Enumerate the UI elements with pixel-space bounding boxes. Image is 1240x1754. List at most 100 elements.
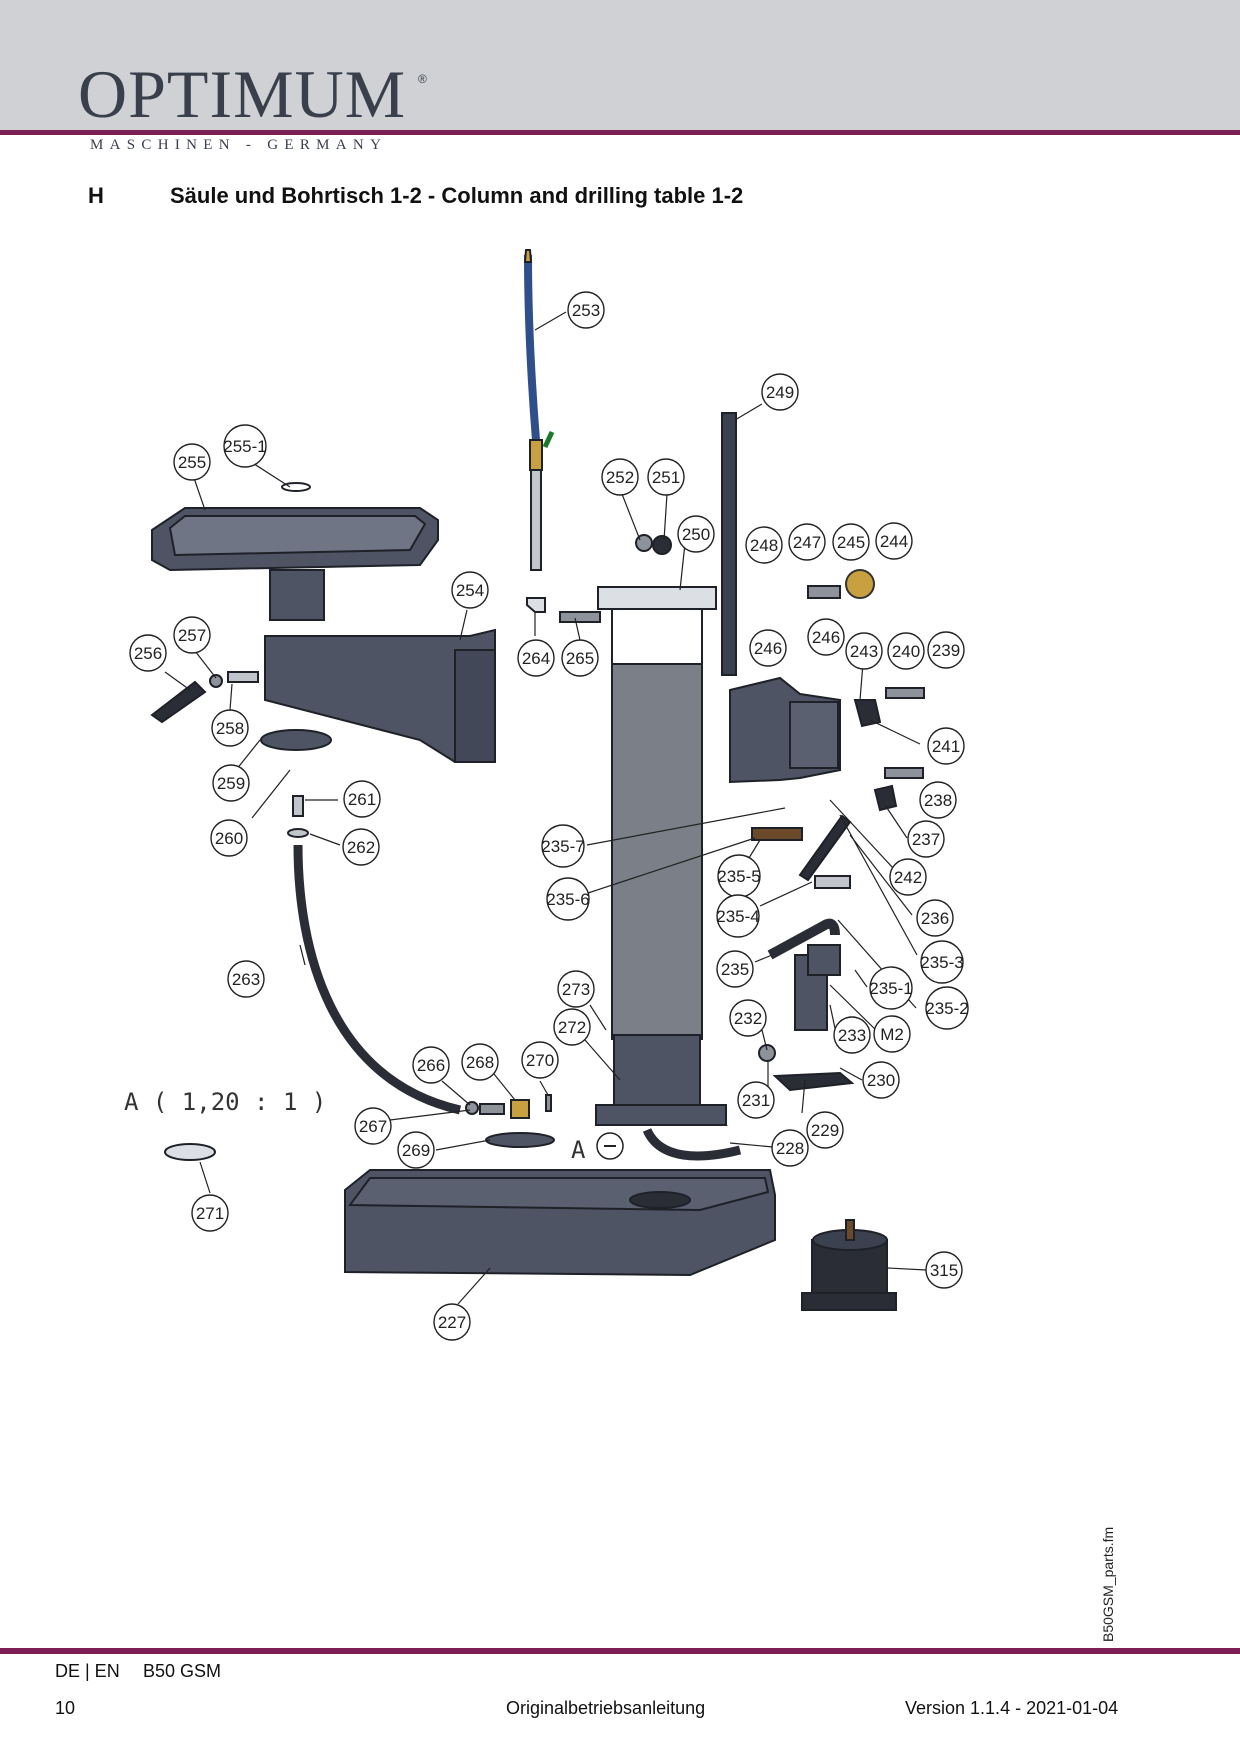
screw-270 [545,1094,552,1112]
callout-label: 229 [811,1121,839,1140]
callout-label: 249 [766,383,794,402]
callout-label: 227 [438,1313,466,1332]
callout-label: 235-3 [920,953,963,972]
seal-262 [287,828,309,838]
crank-handle-236 [798,814,852,882]
callout-circle [461,1043,499,1081]
bolt-239 [885,687,925,699]
callout-label: 254 [456,581,484,600]
callout-268: 268 [461,1043,499,1081]
callout-circle [916,899,954,937]
callout-235-4: 235-4 [716,894,760,938]
cover-259 [260,729,332,751]
callout-label: 235 [721,960,749,979]
callout-label: 243 [850,642,878,661]
callout-circle [541,824,585,868]
elbow-264 [526,597,546,613]
callout-circle [342,828,380,866]
column-flange [597,586,717,610]
callout-circle [223,424,267,468]
section-letter: H [88,183,104,208]
document-version: Version 1.1.4 - 2021-01-04 [905,1698,1119,1718]
callout-261: 261 [343,780,381,818]
callout-circle [227,960,265,998]
footer-accent-line [0,1648,1240,1654]
callout-circle [521,1041,559,1079]
callout-269: 269 [397,1131,435,1169]
coolant-pipe [530,469,542,571]
callout-circle [887,632,925,670]
callout-264: 264 [517,639,555,677]
callout-label: 247 [793,533,821,552]
callout-235-7: 235-7 [541,824,585,868]
callout-circle [919,781,957,819]
plate-269 [485,1132,555,1148]
callout-circle [925,986,969,1030]
callout-label: 267 [359,1117,387,1136]
callout-label: 264 [522,649,550,668]
callout-244: 244 [875,522,913,560]
callout-255-1: 255-1 [223,424,267,468]
callout-circle [920,940,964,984]
lever-237 [873,784,898,812]
fitting-267 [479,1103,505,1115]
callout-label: 273 [562,980,590,999]
callout-circle [557,970,595,1008]
callout-241: 241 [927,727,965,765]
callout-label: 260 [215,829,243,848]
footer-language: DE | EN [55,1661,120,1681]
callout-label: 266 [417,1056,445,1075]
callout-238: 238 [919,781,957,819]
callout-248: 248 [745,526,783,564]
callout-circle [716,950,754,988]
callout-circle [873,1015,911,1053]
callout-label: 228 [776,1139,804,1158]
callout-M2: M2 [873,1015,911,1053]
leader-lines [164,311,927,1305]
elbow-268 [510,1099,530,1119]
callout-235-6: 235-6 [546,877,590,921]
callout-circle [210,819,248,857]
pin-265 [559,611,601,623]
callout-circle [927,631,965,669]
callout-232: 232 [729,999,767,1037]
hose-228 [642,1127,742,1161]
callout-label: 251 [652,468,680,487]
callout-label: 256 [134,644,162,663]
column-tube [611,663,703,1040]
callout-253: 253 [567,291,605,329]
callout-228: 228 [771,1129,809,1167]
fitting-266 [465,1101,479,1115]
callout-circle [647,458,685,496]
callout-label: 263 [232,970,260,989]
callout-label: 233 [838,1026,866,1045]
callout-272: 272 [553,1008,591,1046]
callout-circle [677,515,715,553]
callout-237: 237 [907,820,945,858]
callout-circle [412,1046,450,1084]
header-accent-line [0,130,1240,135]
callout-249: 249 [761,373,799,411]
callout-circle [343,780,381,818]
callout-label: 238 [924,791,952,810]
callout-circle [517,639,555,677]
callout-label: 235-7 [541,837,584,856]
coolant-hose [524,254,540,441]
section-title: Säule und Bohrtisch 1-2 - Column and dri… [170,183,744,208]
callout-circle [862,1061,900,1099]
lever-241 [853,699,882,728]
callout-label: M2 [880,1025,904,1044]
registered-mark: ® [418,72,427,86]
header-band [0,0,1240,130]
table-shaft [269,569,325,621]
callout-label: 255 [178,453,206,472]
callout-252: 252 [601,458,639,496]
callout-242: 242 [889,858,927,896]
o-ring-255-1 [281,482,311,492]
callout-271: 271 [191,1194,229,1232]
hose-263 [293,844,462,1115]
callout-label: 244 [880,532,908,551]
clamp-lever [150,680,207,724]
callout-label: 239 [932,641,960,660]
callout-circle [788,523,826,561]
